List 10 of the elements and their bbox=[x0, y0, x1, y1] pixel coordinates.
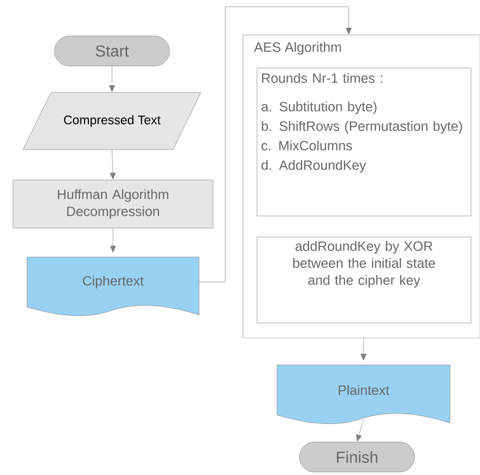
process-box: addRoundKey by XOR between the initial state and the cipher key bbox=[256, 236, 472, 324]
arrow bbox=[110, 228, 116, 252]
arrow bbox=[356, 419, 364, 442]
input-parallelogram: Compressed Text bbox=[22, 92, 202, 150]
arrow bbox=[110, 150, 116, 180]
process-box: Huffman Algorithm Decompression bbox=[12, 180, 214, 228]
process-box: Rounds Nr-1 times : a. Subtitution byte) b. ShiftRows (Permutastion byte) c. MixColumns d. AddRoundKey bbox=[256, 68, 472, 216]
arrow bbox=[109, 66, 115, 92]
arrow bbox=[199, 6, 352, 282]
arrow bbox=[360, 338, 366, 360]
